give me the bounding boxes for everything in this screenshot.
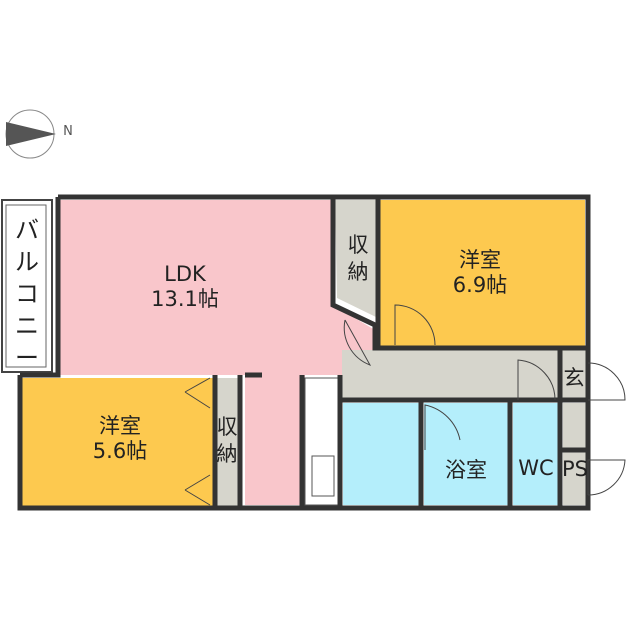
compass-icon [5,109,56,159]
room-western-5-6-label: 洋室 5.6帖 [70,414,170,464]
room-washroom [343,403,421,505]
storage-left-label: 収納 [216,415,238,466]
door-swings [184,304,626,506]
room-western-5-6 [22,378,215,506]
room-western-5-6-name: 洋室 [99,414,141,438]
room-ldk-name: LDK [164,262,206,286]
room-storage-left [215,378,239,506]
bath-label: 浴室 [445,458,487,482]
compass-north-label: N [63,124,73,139]
wc-label: WC [518,456,554,480]
entrance-label: 玄 [563,366,585,390]
sink-icon [311,455,335,497]
balcony-label: バルコニー [15,216,39,372]
ps-label: PS [562,457,588,481]
room-ldk-label: LDK 13.1帖 [120,262,250,312]
room-western-6-9-size: 6.9帖 [452,273,508,297]
room-wc [513,403,559,505]
room-storage-top [335,200,378,318]
storage-top-label: 収納 [347,233,369,284]
hallway [342,350,587,400]
room-western-6-9 [378,200,585,346]
room-western-6-9-name: 洋室 [459,248,501,272]
room-western-5-6-size: 5.6帖 [92,439,148,463]
walls [17,194,591,511]
room-ps [563,403,587,505]
room-western-6-9-label: 洋室 6.9帖 [430,248,530,298]
room-ldk [58,200,375,505]
room-ldk-size: 13.1帖 [151,287,219,311]
room-bath [424,403,509,505]
